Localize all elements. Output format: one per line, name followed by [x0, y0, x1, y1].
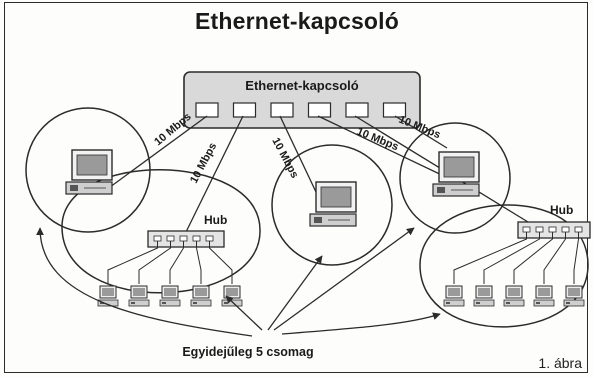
hub-port [179, 235, 188, 242]
packet-caption: Egyidejűleg 5 csomag [182, 345, 313, 359]
ethernet-switch [183, 71, 421, 129]
hub-port [522, 226, 531, 233]
hub-cable [453, 232, 527, 284]
hub-port [548, 226, 557, 233]
hub-label-left: Hub [204, 213, 227, 227]
switch-port [232, 102, 257, 118]
switch-port [195, 102, 219, 118]
switch-port [307, 102, 332, 118]
hub-left [147, 230, 225, 248]
hub-cable [209, 241, 233, 284]
hub-left-clients [97, 241, 243, 307]
switch-uplinks [105, 115, 529, 233]
hub-port [153, 235, 162, 242]
computer-icon [563, 285, 585, 307]
diagram-title: Ethernet-kapcsoló [194, 8, 400, 34]
figure-frame [4, 2, 588, 373]
hub-port [535, 226, 544, 233]
switch-port [270, 102, 294, 118]
computer-icon [533, 285, 555, 307]
hub-cable [107, 241, 158, 284]
link-label-middle-pc: 10 Mbps [269, 136, 300, 180]
computer-icon [65, 149, 113, 195]
arrow-icon [281, 312, 441, 335]
computer-icon [159, 285, 181, 307]
switch-port [382, 102, 407, 118]
segment-circle-middle-pc [271, 144, 393, 266]
hub-cable [169, 241, 184, 284]
hub-label-right: Hub [550, 203, 573, 217]
hub-cable [573, 232, 579, 284]
hub-port [192, 235, 201, 242]
computer-icon [190, 285, 212, 307]
segment-ellipse-right-hub [419, 204, 589, 328]
switch-port [345, 102, 369, 118]
arrow-icon [267, 255, 323, 331]
packet-arrows [36, 227, 441, 337]
hub-right [517, 221, 591, 239]
computer-icon [97, 285, 119, 307]
hub-port [166, 235, 175, 242]
hub-cable [543, 232, 566, 284]
arrow-icon [225, 295, 263, 331]
hub-cable [196, 241, 202, 284]
computer-icon [503, 285, 525, 307]
hub-port [574, 226, 583, 233]
arrow-icon [273, 227, 415, 331]
hub-port [205, 235, 214, 242]
figure-label: 1. ábra [538, 355, 582, 371]
hub-right-clients [443, 232, 585, 307]
hub-cable [513, 232, 553, 284]
hub-cable [138, 241, 171, 284]
hub-cable [483, 232, 540, 284]
computer-icon [221, 285, 243, 307]
computer-icon [309, 181, 357, 227]
computer-icon [432, 151, 480, 197]
computer-icon [128, 285, 150, 307]
switch-label: Ethernet-kapcsoló [245, 78, 358, 93]
hub-port [561, 226, 570, 233]
computer-icon [443, 285, 465, 307]
segment-circle-right-pc [399, 122, 511, 234]
computer-icon [473, 285, 495, 307]
arrow-icon [36, 227, 253, 337]
